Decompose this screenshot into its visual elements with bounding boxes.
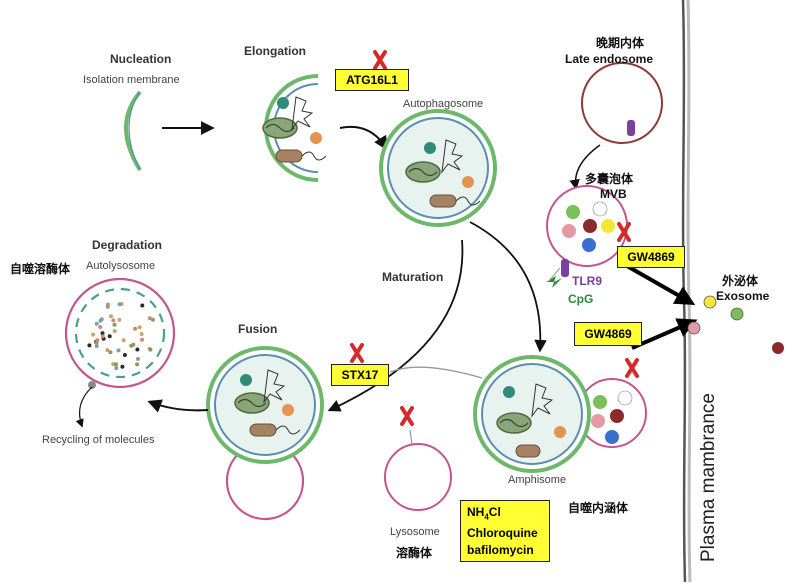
- degraded-particle: [140, 337, 145, 342]
- late-endosome-label: Late endosome: [565, 52, 654, 66]
- amphisome-label: Amphisome: [508, 474, 567, 486]
- degraded-particle: [140, 303, 145, 308]
- autolysosome-label: Autolysosome: [86, 260, 156, 272]
- degraded-particle: [91, 332, 96, 337]
- arrow-fusion-to-degradation: [147, 399, 209, 413]
- degraded-particle: [122, 353, 127, 357]
- inhibit-x-icon-stx17: [350, 343, 364, 363]
- degradation-label: Degradation: [92, 238, 163, 252]
- lysosome-connector: [409, 429, 413, 445]
- degraded-particle: [147, 316, 152, 321]
- degraded-particle: [87, 343, 92, 348]
- lysosome: [384, 443, 452, 511]
- arrow-elongation-to-autophagosome: [339, 126, 388, 151]
- gw4869-box-mvb: GW4869: [617, 246, 685, 268]
- stx17-box: STX17: [331, 364, 389, 386]
- elongation-label: Elongation: [244, 44, 306, 58]
- exosome-label: Exosome: [716, 289, 770, 303]
- amphisome: [473, 355, 647, 473]
- degraded-particle: [107, 334, 112, 339]
- tlr9-connector: [547, 267, 561, 283]
- amphisome-cn-label: 自噬内涵体: [568, 501, 629, 515]
- degraded-particle: [135, 362, 140, 367]
- degraded-particle: [121, 338, 126, 343]
- tlr9-label: TLR9: [572, 274, 602, 288]
- mvb-label: MVB: [600, 187, 627, 201]
- cpg-label: CpG: [568, 292, 594, 306]
- gw4869-box-amphisome: GW4869: [574, 322, 642, 346]
- degraded-particle: [148, 347, 153, 352]
- degraded-particle: [135, 347, 140, 352]
- plasma-membrane: [681, 0, 692, 583]
- degraded-particle: [114, 362, 118, 367]
- late-endosome: [581, 62, 663, 144]
- degraded-particle: [116, 348, 121, 353]
- nucleation-label: Nucleation: [110, 52, 172, 66]
- arrow-recycling: [75, 386, 93, 428]
- degraded-particle: [109, 314, 113, 319]
- degraded-particle: [117, 302, 122, 307]
- autolysosome: [64, 277, 176, 389]
- chloroquine-label: Chloroquine: [467, 526, 538, 541]
- arrow-autophagosome-to-amphisome: [469, 221, 547, 353]
- cpg-lightning-icon: [546, 276, 562, 288]
- arrow-mvb-to-exosome: [619, 260, 696, 305]
- plasma-membrane-label: Plasma mambrance: [698, 393, 719, 562]
- degraded-particle: [105, 302, 110, 307]
- mvb: [546, 185, 628, 277]
- nh4cl-label: NH4Cl: [467, 505, 501, 522]
- degraded-particle: [108, 350, 113, 355]
- degraded-particle: [139, 332, 144, 336]
- exosome-vesicles: [687, 295, 784, 354]
- degraded-particle: [105, 348, 110, 353]
- degraded-particle: [133, 326, 138, 331]
- exosome-cn-label: 外泌体: [722, 274, 759, 288]
- autolysosome-cn-label: 自噬溶酶体: [10, 262, 71, 276]
- late-endosome-cn-label: 晚期内体: [596, 36, 645, 50]
- mvb-cn-label: 多囊泡体: [585, 172, 634, 186]
- degraded-particle: [95, 338, 100, 343]
- degraded-particle: [129, 343, 134, 348]
- degraded-particle: [114, 366, 119, 370]
- isolation-membrane-crescent: [124, 90, 142, 172]
- inhibit-x-icon-atg16l1: [373, 50, 387, 70]
- recycling-label: Recycling of molecules: [42, 434, 155, 446]
- arrow-autophagosome-to-fusion: [327, 239, 464, 412]
- degraded-particle: [100, 334, 105, 339]
- degraded-particle: [94, 344, 99, 348]
- inhibit-x-icon-amphisome: [625, 358, 639, 378]
- lysosome-label: Lysosome: [390, 526, 440, 538]
- degraded-particle: [120, 364, 125, 369]
- inhibit-x-icon-mvb: [617, 222, 631, 242]
- degraded-particle: [100, 331, 105, 336]
- degraded-particle: [99, 317, 104, 322]
- atg16l1-box: ATG16L1: [335, 69, 409, 91]
- degraded-particle: [94, 321, 99, 326]
- degraded-particle: [112, 329, 117, 334]
- degraded-particle: [98, 325, 103, 329]
- isolation-membrane-label: Isolation membrane: [83, 74, 180, 86]
- degraded-particle: [136, 357, 140, 361]
- bafilomycin-label: bafilomycin: [467, 543, 534, 558]
- elongation-phagophore: [262, 74, 327, 182]
- degraded-particle: [111, 318, 116, 323]
- arrow-amphisome-to-exosome: [631, 318, 698, 350]
- degraded-particle: [117, 317, 122, 322]
- arrow-amphisome-to-fusion: [389, 366, 483, 379]
- degraded-particle: [150, 317, 155, 322]
- autophagosome: [379, 109, 497, 227]
- fusion-label: Fusion: [238, 322, 278, 336]
- lysosome-cn-label: 溶酶体: [396, 546, 433, 560]
- lysosome-inhibitor-box: NH4Cl Chloroquine bafilomycin: [460, 500, 550, 562]
- fusion-vesicle: [206, 346, 324, 521]
- degraded-particle: [137, 325, 142, 330]
- degraded-particle: [112, 322, 117, 327]
- inhibit-x-icon-lysosome: [400, 406, 414, 426]
- autophagosome-label: Autophagosome: [403, 98, 484, 110]
- maturation-label: Maturation: [382, 270, 444, 284]
- arrow-late-endosome-to-mvb: [569, 144, 601, 191]
